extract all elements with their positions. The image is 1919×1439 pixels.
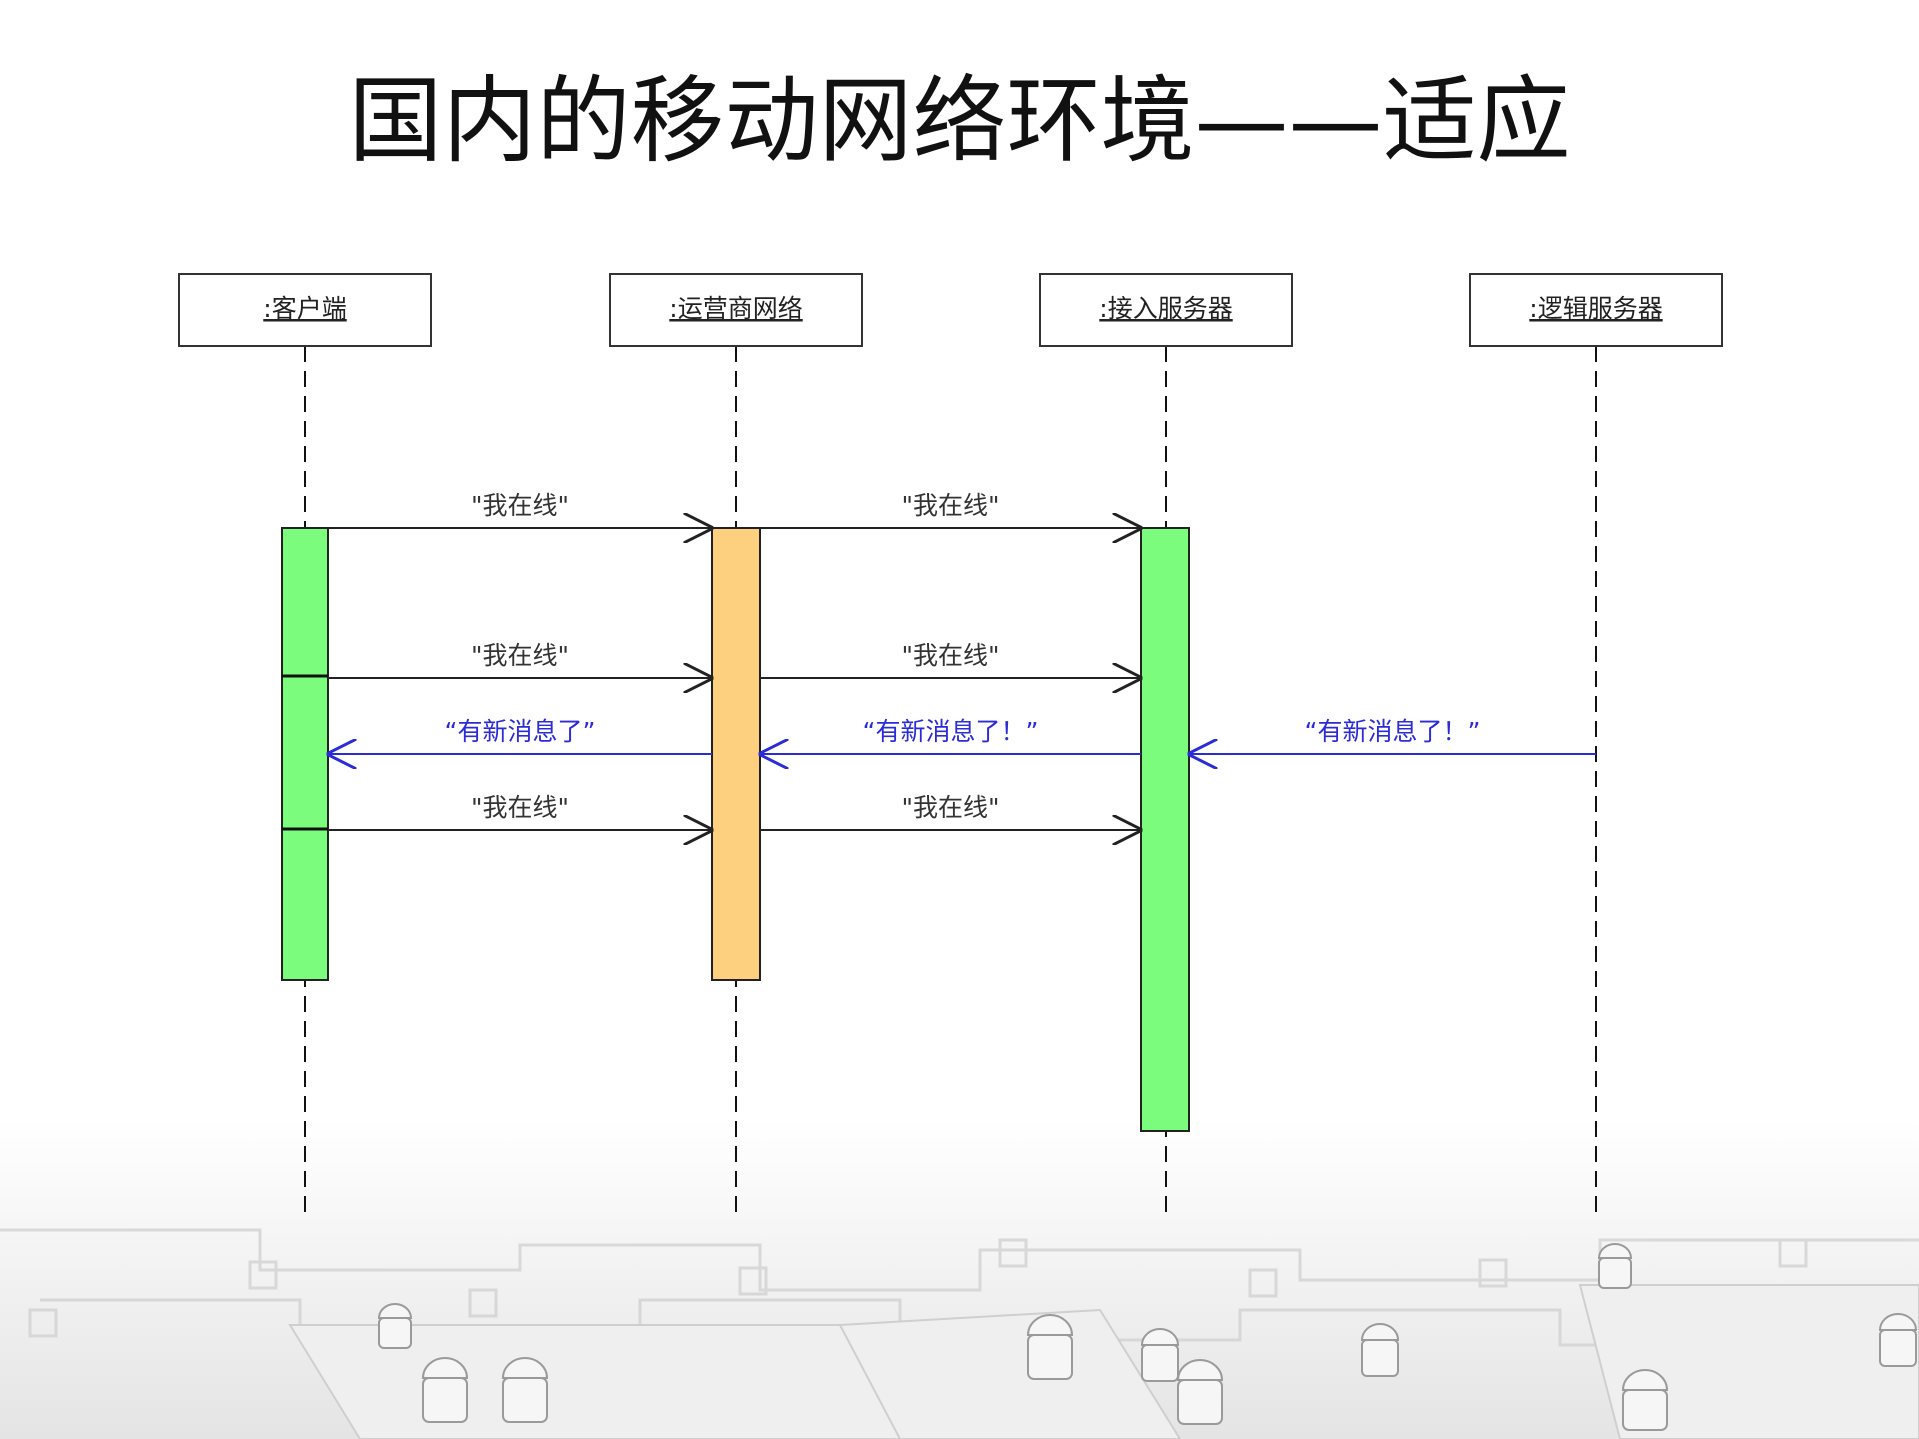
activation-bar-client [281,527,329,981]
message-label-3: "我在线" [902,641,1000,670]
activation-bar-carrier [711,527,761,981]
participant-box-carrier [609,273,863,347]
message-label-6: “有新消息了！” [1305,717,1481,746]
activation-bar-access [1140,527,1190,1132]
participant-label-logic: :逻辑服务器 [1529,294,1662,323]
participant-box-client [178,273,432,347]
messages: "我在线" "我在线" "我在线" "我在线" “有新消息了” “有新消息了！” “有新消息… [328,491,1596,830]
slide-title: 国内的移动网络环境——适应 [348,67,1571,176]
message-label-2: "我在线" [471,641,569,670]
message-label-0: "我在线" [471,491,569,520]
message-label-7: "我在线" [471,793,569,822]
message-label-1: "我在线" [902,491,1000,520]
lifelines [304,346,1597,1215]
participant-label-access: :接入服务器 [1099,294,1232,323]
participants: :客户端 :运营商网络 :接入服务器 :逻辑服务器 [178,273,1723,347]
participant-box-logic [1469,273,1723,347]
activation-bars [281,527,1190,1132]
message-label-8: "我在线" [902,793,1000,822]
participant-label-client: :客户端 [263,294,346,323]
participant-box-access [1039,273,1293,347]
android-robot-icons [377,1243,1918,1431]
message-label-5: “有新消息了！” [863,717,1039,746]
participant-label-carrier: :运营商网络 [669,294,802,323]
message-label-4: “有新消息了” [445,717,596,746]
